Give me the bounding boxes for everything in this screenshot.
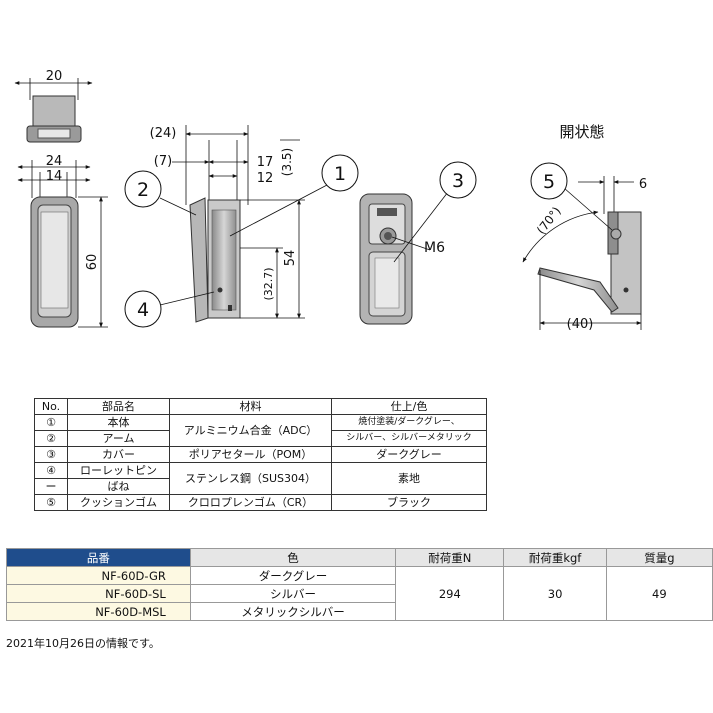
dim-side-a: (7) <box>154 154 172 169</box>
parts-header-material: 材料 <box>169 398 332 415</box>
parts-header-no: No. <box>34 398 68 415</box>
callout-5 <box>530 162 568 200</box>
part-number: NF-60D-SL <box>6 584 191 603</box>
dim-side-total: (24) <box>150 126 177 141</box>
dim-side-height2: (32.7) <box>262 267 275 300</box>
part-color: メタリックシルバー <box>189 602 397 621</box>
info-date-note: 2021年10月26日の情報です。 <box>6 637 160 650</box>
table-row: ① 本体 アルミニウム合金（ADC） 焼付塗装/ダークグレー、 <box>34 414 487 447</box>
parts-header-name: 部品名 <box>67 398 170 415</box>
product-table: 品番 色 耐荷重N 耐荷重kgf 質量g NF-60D-GR ダークグレー 29… <box>6 548 713 621</box>
thread-size-label: M6 <box>424 240 445 256</box>
load-kgf-value: 30 <box>503 566 607 621</box>
table-row: ② アーム シルバー、シルバーメタリック <box>34 430 487 447</box>
dim-top-width: 20 <box>46 69 63 84</box>
svg-text:2: 2 <box>137 179 149 201</box>
dim-front-inner: 14 <box>46 169 63 184</box>
dim-open-width: 6 <box>639 177 647 192</box>
back-view: M6 3 <box>359 161 477 325</box>
callout-2 <box>124 170 162 208</box>
open-state-title: 開状態 <box>559 123 604 141</box>
technical-drawing: 20 24 14 60 (24) (7) 17 12 ( <box>14 69 647 332</box>
side-view: (24) (7) 17 12 (3.5) 54 (32.7) 2 4 1 <box>124 125 359 328</box>
svg-text:4: 4 <box>137 299 149 321</box>
load-n-value: 294 <box>395 566 505 621</box>
dim-side-d: (3.5) <box>280 148 294 176</box>
svg-text:3: 3 <box>452 170 464 192</box>
part-color: ダークグレー <box>189 566 397 585</box>
part-color: シルバー <box>189 584 397 603</box>
dim-side-height: 54 <box>283 250 298 267</box>
table-row: ④ ローレットピン ステンレス鋼（SUS304） 素地 <box>34 462 487 495</box>
table-row: NF-60D-GR ダークグレー 294 30 49 <box>6 566 713 621</box>
part-number: NF-60D-MSL <box>6 602 191 621</box>
table-row: ③ カバー ポリアセタール（POM） ダークグレー <box>34 446 487 463</box>
table-row: ⑤ クッションゴム クロロプレンゴム（CR） ブラック <box>34 494 487 511</box>
front-view: 24 14 60 <box>17 154 108 328</box>
product-header-load-n: 耐荷重N <box>395 548 505 567</box>
product-header-color: 色 <box>189 548 397 567</box>
dim-front-width: 24 <box>46 154 63 169</box>
parts-table: No. 部品名 材料 仕上/色 ① 本体 アルミニウム合金（ADC） 焼付塗装/… <box>34 398 487 511</box>
svg-text:5: 5 <box>543 171 555 193</box>
callout-3 <box>439 161 477 199</box>
callout-1 <box>321 154 359 192</box>
product-header-mass: 質量g <box>605 548 713 567</box>
callout-4 <box>124 290 162 328</box>
svg-text:1: 1 <box>334 163 346 185</box>
dim-side-c: 12 <box>257 171 274 186</box>
top-view: 20 <box>14 69 93 143</box>
mass-value: 49 <box>605 566 713 621</box>
open-state-view: 開状態 6 (70°) (40) 5 <box>522 123 647 332</box>
parts-header-finish: 仕上/色 <box>331 398 487 415</box>
dim-side-b: 17 <box>257 155 274 170</box>
table-row: ー ばね <box>34 478 487 495</box>
product-header-part: 品番 <box>6 548 191 567</box>
product-header-load-kgf: 耐荷重kgf <box>503 548 607 567</box>
part-number: NF-60D-GR <box>6 566 191 585</box>
dim-front-height: 60 <box>85 254 100 271</box>
table-row: NF-60D-MSL メタリックシルバー <box>6 602 713 621</box>
table-row: NF-60D-SL シルバー <box>6 584 713 603</box>
dim-open-length: (40) <box>567 317 594 332</box>
